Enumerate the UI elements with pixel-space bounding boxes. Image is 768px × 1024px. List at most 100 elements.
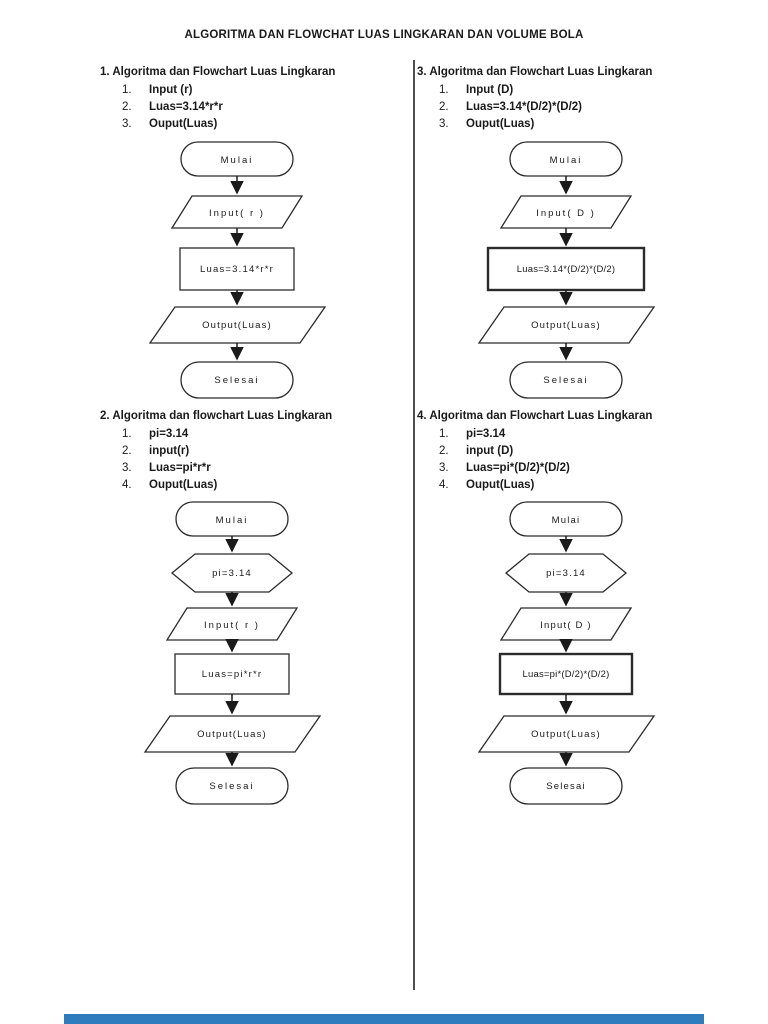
node-label: Mulai xyxy=(216,515,249,526)
step-row: 1. Input (r) xyxy=(100,82,412,99)
step-text: pi=3.14 xyxy=(466,428,506,440)
step-text: Ouput(Luas) xyxy=(466,479,535,491)
step-text: Ouput(Luas) xyxy=(149,118,218,130)
step-row: 2. input (D) xyxy=(417,443,729,460)
section-2: 2. Algoritma dan flowchart Luas Lingkara… xyxy=(100,408,412,494)
step-text: pi=3.14 xyxy=(149,428,189,440)
process-rectangle xyxy=(486,246,646,292)
step-text: Input (D) xyxy=(466,84,514,96)
page-title: ALGORITMA DAN FLOWCHAT LUAS LINGKARAN DA… xyxy=(184,29,584,41)
step-row: 4. Ouput(Luas) xyxy=(100,477,412,494)
flowchart-2: Mulai pi=3.14 Input( r ) Luas=pi*r*r Out… xyxy=(143,501,322,805)
section-heading: 3. Algoritma dan Flowchart Luas Lingkara… xyxy=(417,66,653,78)
step-row: 2. Luas=3.14*r*r xyxy=(100,99,412,116)
step-row: 1. pi=3.14 xyxy=(100,426,412,443)
node-label: Mulai xyxy=(550,155,583,166)
input-parallelogram xyxy=(499,607,633,641)
flowchart-3: Mulai Input( D ) Luas=3.14*(D/2)*(D/2) O… xyxy=(477,141,656,399)
step-row: 3. Luas=pi*r*r xyxy=(100,460,412,477)
node-label: Output(Luas) xyxy=(202,320,272,331)
step-number: 3. xyxy=(439,118,449,130)
output-parallelogram xyxy=(143,715,322,753)
node-label: Selesai xyxy=(209,781,254,792)
step-row: 2. input(r) xyxy=(100,443,412,460)
section-4: 4. Algoritma dan Flowchart Luas Lingkara… xyxy=(417,408,729,494)
section-1: 1. Algoritma dan Flowchart Luas Lingkara… xyxy=(100,64,412,133)
output-parallelogram xyxy=(148,306,327,344)
step-row: 3. Luas=pi*(D/2)*(D/2) xyxy=(417,460,729,477)
step-row: 3. Ouput(Luas) xyxy=(417,116,729,133)
output-parallelogram xyxy=(477,715,656,753)
input-parallelogram xyxy=(165,607,299,641)
step-text: Luas=pi*r*r xyxy=(149,462,211,474)
node-label: Input( r ) xyxy=(209,208,265,219)
step-row: 1. pi=3.14 xyxy=(417,426,729,443)
process-rectangle xyxy=(179,247,295,291)
step-row: 3. Ouput(Luas) xyxy=(100,116,412,133)
output-parallelogram xyxy=(477,306,656,344)
step-number: 3. xyxy=(439,462,449,474)
node-label: Output(Luas) xyxy=(197,729,267,740)
step-number: 4. xyxy=(122,479,132,491)
node-label: Luas=pi*(D/2)*(D/2) xyxy=(523,669,610,680)
step-text: input(r) xyxy=(149,445,190,457)
input-parallelogram xyxy=(499,195,633,229)
node-label: Luas=3.14*r*r xyxy=(200,264,274,275)
node-label: Luas=3.14*(D/2)*(D/2) xyxy=(517,264,615,275)
node-label: Mulai xyxy=(552,515,581,526)
step-text: Luas=3.14*r*r xyxy=(149,101,223,113)
node-label: Mulai xyxy=(221,155,254,166)
step-number: 1. xyxy=(439,428,449,440)
flowchart-1: Mulai Input( r ) Luas=3.14*r*r Output(Lu… xyxy=(148,141,327,399)
prep-hexagon xyxy=(170,553,294,593)
step-text: input (D) xyxy=(466,445,514,457)
step-text: Input (r) xyxy=(149,84,193,96)
node-label: Selesai xyxy=(546,781,586,792)
column-divider xyxy=(413,60,415,990)
end-terminator xyxy=(180,361,294,399)
node-label: pi=3.14 xyxy=(546,568,586,579)
node-label: Output(Luas) xyxy=(531,320,601,331)
node-label: Selesai xyxy=(214,375,259,386)
algorithm-steps: 1. pi=3.14 2. input(r) 3. Luas=pi*r*r 4.… xyxy=(100,426,412,494)
step-number: 2. xyxy=(122,101,132,113)
algorithm-steps: 1. pi=3.14 2. input (D) 3. Luas=pi*(D/2)… xyxy=(417,426,729,494)
step-text: Luas=3.14*(D/2)*(D/2) xyxy=(466,101,582,113)
step-row: 4. Ouput(Luas) xyxy=(417,477,729,494)
step-number: 2. xyxy=(439,101,449,113)
prep-hexagon xyxy=(504,553,628,593)
step-number: 1. xyxy=(122,428,132,440)
node-label: Output(Luas) xyxy=(531,729,601,740)
section-heading: 2. Algoritma dan flowchart Luas Lingkara… xyxy=(100,410,333,422)
section-heading: 1. Algoritma dan Flowchart Luas Lingkara… xyxy=(100,66,336,78)
node-label: Input( D ) xyxy=(540,620,592,631)
algorithm-steps: 1. Input (D) 2. Luas=3.14*(D/2)*(D/2) 3.… xyxy=(417,82,729,133)
algorithm-steps: 1. Input (r) 2. Luas=3.14*r*r 3. Ouput(L… xyxy=(100,82,412,133)
step-text: Ouput(Luas) xyxy=(466,118,535,130)
node-label: Input( r ) xyxy=(204,620,260,631)
end-terminator xyxy=(175,767,289,805)
node-label: Luas=pi*r*r xyxy=(202,669,262,680)
step-number: 2. xyxy=(439,445,449,457)
step-text: Ouput(Luas) xyxy=(149,479,218,491)
step-number: 1. xyxy=(439,84,449,96)
node-label: Input( D ) xyxy=(536,208,596,219)
step-number: 4. xyxy=(439,479,449,491)
flowchart-4: Mulai pi=3.14 Input( D ) Luas=pi*(D/2)*(… xyxy=(477,501,656,805)
node-label: Selesai xyxy=(543,375,588,386)
step-number: 3. xyxy=(122,118,132,130)
process-rectangle xyxy=(498,652,634,696)
section-3: 3. Algoritma dan Flowchart Luas Lingkara… xyxy=(417,64,729,133)
step-number: 2. xyxy=(122,445,132,457)
end-terminator xyxy=(509,361,623,399)
node-label: pi=3.14 xyxy=(212,568,252,579)
process-rectangle xyxy=(174,653,290,695)
step-row: 2. Luas=3.14*(D/2)*(D/2) xyxy=(417,99,729,116)
step-number: 1. xyxy=(122,84,132,96)
progress-bar xyxy=(64,1014,704,1024)
step-row: 1. Input (D) xyxy=(417,82,729,99)
step-text: Luas=pi*(D/2)*(D/2) xyxy=(466,462,570,474)
step-number: 3. xyxy=(122,462,132,474)
section-heading: 4. Algoritma dan Flowchart Luas Lingkara… xyxy=(417,410,653,422)
